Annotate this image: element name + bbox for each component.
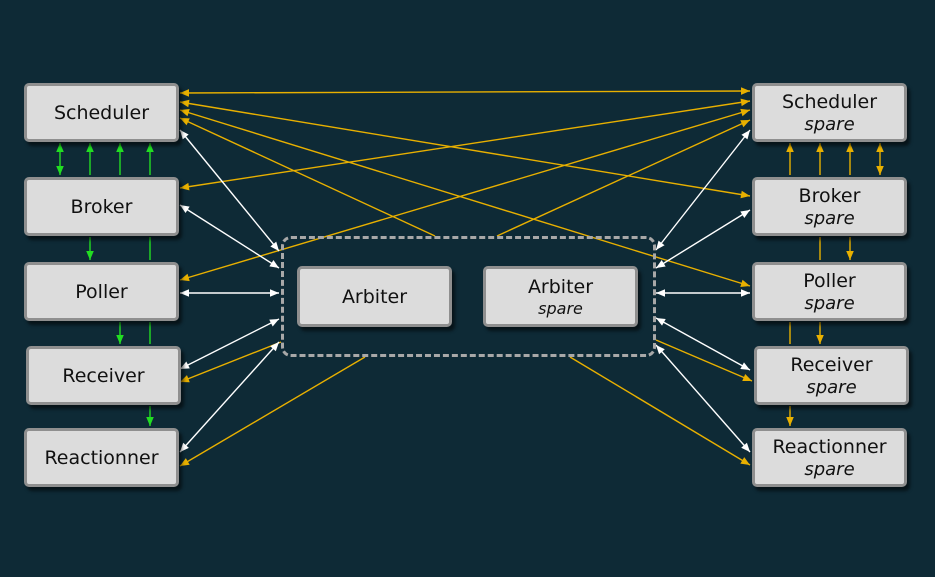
broker-spare-label: Broker bbox=[798, 184, 861, 207]
scheduler-spare-label: Scheduler bbox=[781, 90, 878, 113]
arrow-yellow-receiver-reactionner bbox=[786, 406, 794, 426]
arrow-white-broker bbox=[179, 204, 280, 269]
arrow-yellow-sched-broker-2 bbox=[816, 143, 824, 175]
arrow-white-poller-spare bbox=[656, 289, 750, 297]
arrow-green-sched-broker-3 bbox=[116, 143, 124, 175]
receiver-label: Receiver bbox=[62, 364, 145, 387]
arrow-yellow-sched-broker-4 bbox=[876, 143, 884, 175]
arrow-green-poller-receiver-1 bbox=[116, 322, 124, 344]
arrow-white-poller bbox=[180, 289, 279, 297]
arbiter-node[interactable]: Arbiter bbox=[297, 266, 452, 327]
arrow-arbiter-to-scheduler-spare bbox=[496, 119, 751, 237]
arrow-white-receiver-spare bbox=[655, 317, 751, 371]
arrow-green-broker-poller-1 bbox=[86, 237, 94, 260]
arrow-arbiter-to-scheduler bbox=[179, 117, 436, 237]
arrow-yellow-sched-broker-1 bbox=[786, 143, 794, 175]
poller-spare-label: Poller bbox=[803, 269, 856, 292]
arbiter-label: Arbiter bbox=[341, 285, 408, 308]
arrow-white-scheduler bbox=[179, 129, 280, 252]
reactionner-spare-label: Reactionner bbox=[772, 435, 887, 458]
arrow-scheduler-to-scheduler-spare bbox=[179, 87, 751, 97]
poller-spare-sublabel: spare bbox=[804, 292, 855, 314]
broker-spare-sublabel: spare bbox=[804, 207, 855, 229]
scheduler-spare-sublabel: spare bbox=[804, 113, 855, 135]
arrow-green-sched-broker-2 bbox=[86, 143, 94, 175]
arrow-yellow-poller-receiver-2 bbox=[816, 322, 824, 344]
arrow-green-receiver-reactionner bbox=[146, 406, 154, 426]
arrow-white-scheduler-spare bbox=[655, 129, 751, 251]
arrow-arbiter-to-receiver-spare bbox=[655, 339, 753, 382]
arrow-scheduler-to-broker-spare bbox=[179, 99, 751, 199]
arrow-green-sched-broker-4 bbox=[146, 143, 154, 175]
poller-label: Poller bbox=[75, 280, 128, 303]
arrow-arbiter-to-receiver bbox=[179, 341, 282, 383]
arrow-white-reactionner-spare bbox=[655, 344, 751, 453]
broker-node[interactable]: Broker bbox=[24, 177, 179, 236]
arrow-white-reactionner bbox=[179, 341, 280, 453]
arrow-arbiter-to-reactionner-spare bbox=[569, 356, 751, 466]
arrow-white-receiver bbox=[179, 318, 280, 370]
receiver-spare-label: Receiver bbox=[790, 353, 873, 376]
reactionner-spare-node[interactable]: Reactionner spare bbox=[752, 428, 907, 487]
receiver-spare-sublabel: spare bbox=[806, 376, 857, 398]
reactionner-spare-sublabel: spare bbox=[804, 458, 855, 480]
poller-spare-node[interactable]: Poller spare bbox=[752, 262, 907, 321]
arbiter-spare-sublabel: spare bbox=[538, 298, 583, 318]
arrow-arbiter-to-reactionner bbox=[179, 356, 366, 467]
arbiter-spare-node[interactable]: Arbiter spare bbox=[483, 266, 638, 327]
arrow-green-sched-broker-1 bbox=[56, 143, 64, 175]
arrow-poller-to-scheduler-spare bbox=[179, 108, 751, 282]
reactionner-label: Reactionner bbox=[44, 446, 159, 469]
reactionner-node[interactable]: Reactionner bbox=[24, 428, 179, 487]
broker-label: Broker bbox=[70, 195, 133, 218]
arrow-yellow-sched-broker-3 bbox=[846, 143, 854, 175]
arbiter-group bbox=[281, 236, 656, 357]
broker-spare-node[interactable]: Broker spare bbox=[752, 177, 907, 236]
scheduler-node[interactable]: Scheduler bbox=[24, 83, 179, 142]
receiver-node[interactable]: Receiver bbox=[26, 346, 181, 405]
poller-node[interactable]: Poller bbox=[24, 262, 179, 321]
arbiter-spare-label: Arbiter bbox=[527, 275, 594, 298]
arrow-broker-to-scheduler-spare bbox=[179, 98, 751, 191]
arrow-yellow-broker-poller-2 bbox=[846, 237, 854, 260]
arrow-white-broker-spare bbox=[655, 209, 751, 269]
scheduler-spare-node[interactable]: Scheduler spare bbox=[752, 83, 907, 142]
receiver-spare-node[interactable]: Receiver spare bbox=[754, 346, 909, 405]
scheduler-label: Scheduler bbox=[53, 101, 150, 124]
